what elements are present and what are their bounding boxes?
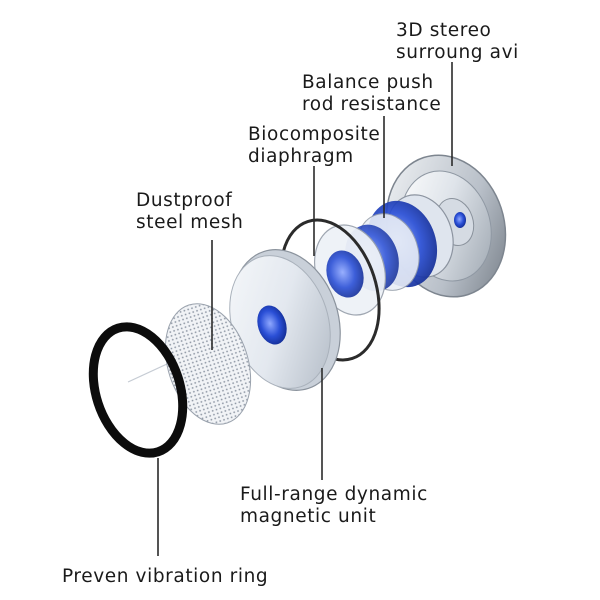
vibration-ring-part <box>88 322 188 458</box>
label-surround-line2: surroung avi <box>396 42 519 63</box>
label-diaphragm-line2: diaphragm <box>248 146 354 167</box>
steel-mesh-part <box>164 303 252 425</box>
dynamic-unit-part <box>229 249 341 391</box>
label-balance-rod: Balance push rod resistance <box>302 72 441 116</box>
label-vibration-ring: Preven vibration ring <box>62 566 268 588</box>
label-diaphragm: Biocomposite diaphragm <box>248 124 380 168</box>
label-balance-line2: rod resistance <box>302 94 442 115</box>
label-steel-mesh: Dustproof steel mesh <box>136 190 243 234</box>
label-mesh-line1: Dustproof <box>136 190 233 211</box>
label-diaphragm-line1: Biocomposite <box>248 124 381 145</box>
label-surround-line1: 3D stereo <box>396 20 492 41</box>
label-balance-line1: Balance push <box>302 72 434 93</box>
label-surround-cavity: 3D stereo surroung avi <box>396 20 519 64</box>
label-unit-line1: Full-range dynamic <box>240 484 428 505</box>
label-dynamic-unit: Full-range dynamic magnetic unit <box>240 484 428 528</box>
label-mesh-line2: steel mesh <box>136 212 244 233</box>
label-unit-line2: magnetic unit <box>240 506 377 527</box>
label-ring-line1: Preven vibration ring <box>62 566 269 587</box>
